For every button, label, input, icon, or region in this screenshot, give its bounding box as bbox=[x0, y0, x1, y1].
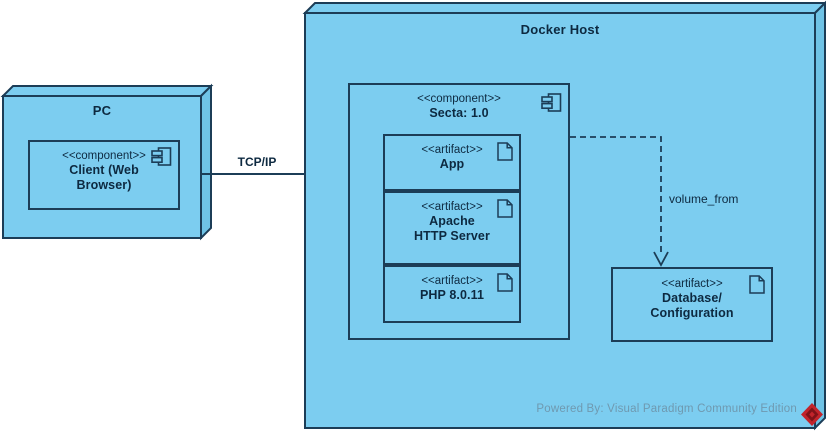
app-artifact[interactable]: <<artifact>> App bbox=[383, 134, 521, 191]
pc-node-front-face bbox=[2, 95, 202, 239]
apache-artifact-name: Apache HTTP Server bbox=[414, 214, 490, 243]
client-component-stereotype: <<component>> bbox=[62, 150, 146, 162]
document-icon bbox=[497, 142, 513, 161]
apache-artifact-stereotype: <<artifact>> bbox=[421, 201, 483, 213]
document-icon bbox=[497, 199, 513, 218]
visual-paradigm-logo-icon bbox=[801, 403, 823, 426]
component-icon bbox=[541, 93, 562, 112]
secta-component-name: Secta: 1.0 bbox=[429, 106, 489, 120]
pc-node-shape[interactable] bbox=[0, 83, 214, 241]
arrowhead-icon bbox=[653, 251, 669, 267]
document-icon bbox=[749, 275, 765, 294]
docker-host-node-shape[interactable] bbox=[302, 0, 826, 431]
client-component[interactable]: <<component>> Client (Web Browser) bbox=[28, 140, 180, 210]
pc-node-title: PC bbox=[92, 103, 112, 118]
volume-from-connector-line bbox=[570, 136, 662, 252]
secta-component-stereotype: <<component>> bbox=[417, 93, 501, 105]
component-icon bbox=[151, 147, 172, 166]
secta-component[interactable]: <<component>> Secta: 1.0 <<artifact>> Ap… bbox=[348, 83, 570, 340]
docker-host-node[interactable]: Docker Host <<component>> Secta: 1.0 bbox=[305, 13, 815, 428]
client-component-name: Client (Web Browser) bbox=[69, 163, 139, 192]
docker-host-node-title: Docker Host bbox=[520, 22, 600, 37]
php-artifact-name: PHP 8.0.11 bbox=[419, 288, 484, 302]
volume-from-connector[interactable] bbox=[570, 136, 669, 267]
php-artifact-stereotype: <<artifact>> bbox=[421, 275, 483, 287]
php-artifact[interactable]: <<artifact>> PHP 8.0.11 bbox=[383, 265, 521, 323]
database-artifact-name: Database/ Configuration bbox=[650, 291, 734, 320]
database-artifact-stereotype: <<artifact>> bbox=[661, 278, 723, 290]
document-icon bbox=[497, 273, 513, 292]
docker-node-right-face bbox=[814, 0, 826, 431]
volume-from-label[interactable]: volume_from bbox=[669, 192, 739, 206]
powered-by-watermark: Powered By: Visual Paradigm Community Ed… bbox=[536, 403, 797, 415]
docker-node-top-face bbox=[302, 2, 826, 14]
app-artifact-stereotype: <<artifact>> bbox=[421, 144, 483, 156]
pc-node[interactable]: PC <<component>> Client (Web Browser) bbox=[3, 96, 201, 238]
docker-node-front-face bbox=[304, 12, 816, 429]
tcp-ip-label[interactable]: TCP/IP bbox=[237, 155, 277, 169]
pc-node-top-face bbox=[0, 85, 214, 97]
app-artifact-name: App bbox=[439, 157, 465, 171]
apache-artifact[interactable]: <<artifact>> Apache HTTP Server bbox=[383, 191, 521, 265]
database-artifact[interactable]: <<artifact>> Database/ Configuration bbox=[611, 267, 773, 342]
